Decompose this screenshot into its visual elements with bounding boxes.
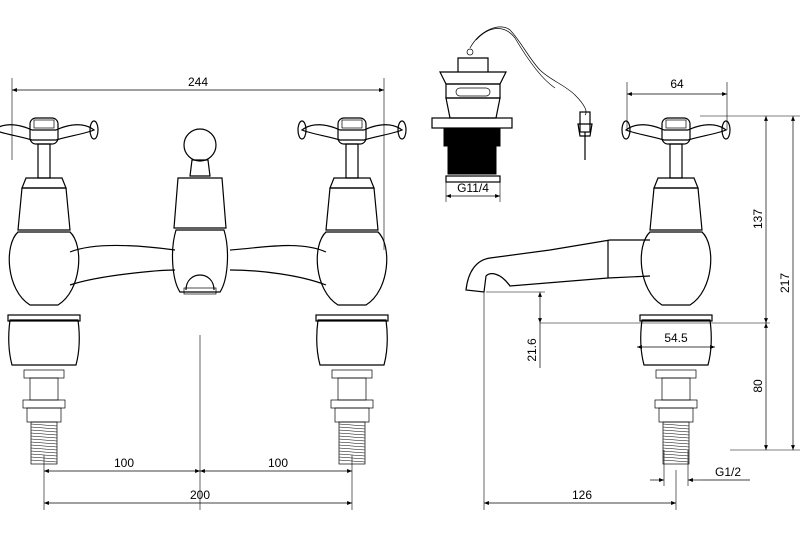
label-spout-height: 21.6 bbox=[525, 338, 539, 362]
front-view bbox=[0, 78, 407, 510]
dimension-shank-length: 80 bbox=[751, 323, 768, 450]
dimension-overall-width: 244 bbox=[12, 75, 384, 92]
dimension-base-diameter: 54.5 bbox=[637, 331, 715, 349]
right-tap-body bbox=[297, 117, 407, 465]
dimension-overall-height: 217 bbox=[700, 115, 800, 451]
label-overall-width: 244 bbox=[188, 75, 208, 89]
waste-plug bbox=[431, 26, 593, 183]
side-view bbox=[465, 117, 731, 510]
dimension-spout-height: 21.6 bbox=[486, 291, 545, 368]
dimension-tap-thread: G1/2 bbox=[650, 450, 750, 486]
label-tap-thread: G1/2 bbox=[715, 465, 741, 479]
label-shank-length: 80 bbox=[751, 379, 765, 393]
label-centres-right: 100 bbox=[268, 456, 288, 470]
label-base-diameter: 54.5 bbox=[664, 331, 688, 345]
dimension-centres-left: 100 bbox=[44, 456, 200, 473]
label-centres-left: 100 bbox=[114, 456, 134, 470]
thread-hatching bbox=[30, 423, 690, 463]
dimension-centres-right: 100 bbox=[200, 456, 352, 473]
dimension-waste-thread: G11/4 bbox=[445, 176, 501, 202]
dimension-spout-to-top: 137 bbox=[540, 116, 770, 324]
label-centres-total: 200 bbox=[190, 488, 210, 502]
label-overall-height: 217 bbox=[778, 273, 792, 293]
label-spout-to-top: 137 bbox=[751, 209, 765, 229]
dimension-spout-projection: 126 bbox=[484, 470, 677, 510]
left-tap-body bbox=[0, 117, 99, 465]
label-handle-width: 64 bbox=[670, 77, 684, 91]
label-waste-thread: G11/4 bbox=[457, 181, 489, 195]
label-spout-projection: 126 bbox=[572, 488, 592, 502]
dimension-handle-width: 64 bbox=[626, 77, 728, 130]
centre-spout bbox=[171, 128, 229, 295]
dimension-centres-total: 200 bbox=[44, 488, 352, 505]
